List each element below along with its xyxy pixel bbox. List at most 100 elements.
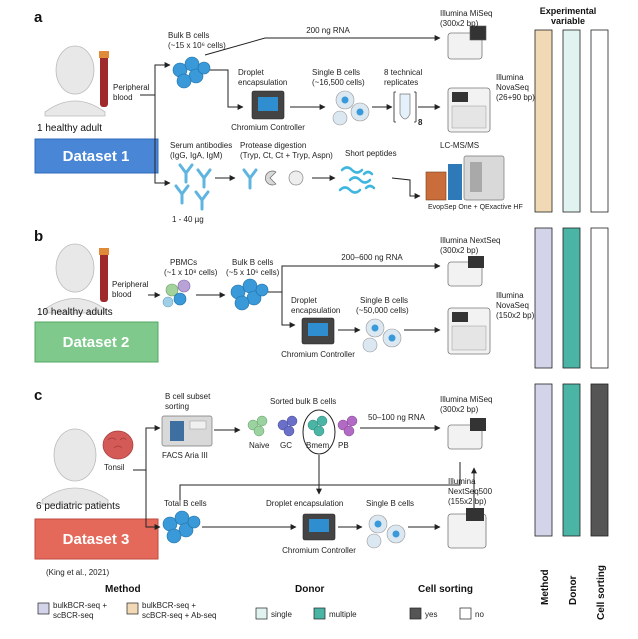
droplet-label-1: Droplet: [238, 68, 265, 77]
panel-c-letter: c: [34, 387, 42, 404]
sequencer-novaseq-icon: [447, 307, 491, 355]
single-b-cells-icon: [332, 90, 370, 126]
method-bar-c: [534, 383, 553, 537]
single-label-2: (~50,000 cells): [356, 306, 409, 315]
pbmc-label-2: (~1 x 10⁸ cells): [164, 268, 218, 277]
bulk-label-1: Bulk B cells: [168, 31, 209, 40]
blood-tube-icon: [99, 248, 109, 302]
rna-label: 50–100 ng RNA: [368, 413, 426, 422]
bulk-label-2: (~5 x 10⁶ cells): [226, 268, 280, 277]
dataset-3-label: Dataset 3: [63, 531, 130, 548]
flow-arrow: [391, 177, 421, 199]
single-label: Single B cells: [366, 499, 414, 508]
droplet-label-2: encapsulation: [238, 78, 287, 87]
total-b-cells-icon: [162, 510, 201, 544]
nextseq-label-2: NextSeq500: [448, 487, 493, 496]
nextseq-label-3: (155x2 bp): [448, 497, 487, 506]
facs-label: FACS Aria III: [162, 451, 208, 460]
droplet-label: Droplet encapsulation: [266, 499, 343, 508]
panel-a: a Peripheral blood 1 healthy adult Datas…: [34, 9, 535, 224]
legend-sorting-title: Cell sorting: [418, 584, 473, 595]
method-bar-b: [534, 227, 553, 369]
naive-cells-icon: [247, 415, 268, 437]
flow-line: [179, 462, 461, 500]
variable-header-2: variable: [551, 16, 585, 26]
flow-arrow: [268, 263, 441, 293]
replicates-label-2: replicates: [384, 78, 418, 87]
replicate-count: 8: [418, 118, 423, 127]
chromium-label: Chromium Controller: [282, 546, 356, 555]
serum-label-1: Serum antibodies: [170, 141, 232, 150]
legend-no: no: [475, 610, 484, 619]
legend-bulk-sc-1: bulkBCR-seq +: [53, 601, 107, 610]
rna-label: 200–600 ng RNA: [341, 253, 403, 262]
flow-arrow: [204, 35, 441, 56]
legend-ab-2: scBCR-seq + Ab-seq: [142, 611, 216, 620]
person-icon: [44, 45, 106, 117]
droplet-label-1: Droplet: [291, 296, 318, 305]
replicates-label-1: 8 technical: [384, 68, 422, 77]
serum-label-2: (IgG, IgA, IgM): [170, 151, 223, 160]
donor-bar-a: [562, 29, 581, 213]
panel-c: c Tonsil 6 pediatric patients Dataset 3 …: [34, 387, 493, 577]
experimental-variable-columns: Experimental variable Method Donor Cell …: [534, 6, 609, 620]
blood-tube-icon: [99, 51, 109, 107]
chromium-controller-icon: [302, 513, 336, 541]
rna-label: 200 ng RNA: [306, 26, 350, 35]
flow-arrow: [154, 95, 171, 186]
novaseq-label-1: Illumina: [496, 291, 524, 300]
dataset-2-box: [34, 321, 159, 363]
single-label-1: Single B cells: [312, 68, 360, 77]
sorting-bar-b: [590, 227, 609, 369]
donor-label: 1 healthy adult: [37, 123, 102, 134]
chromium-label: Chromium Controller: [231, 123, 305, 132]
miseq-label-2: (300x2 bp): [440, 405, 479, 414]
legend-swatch-no: [459, 607, 472, 620]
protease-icon: [242, 168, 304, 190]
legend: Method bulkBCR-seq + scBCR-seq bulkBCR-s…: [37, 584, 484, 620]
variable-bars-a: [534, 29, 609, 213]
sequencer-miseq-icon: [447, 25, 487, 60]
evosep-label: EvopSep One + QExactive HF: [428, 204, 523, 211]
legend-swatch-multiple: [313, 607, 326, 620]
legend-swatch-ab: [126, 602, 139, 615]
bmem-cells-icon: [307, 415, 328, 437]
flow-arrow: [281, 292, 296, 328]
droplet-label-2: encapsulation: [291, 306, 340, 315]
novaseq-label-2: NovaSeq: [496, 301, 529, 310]
sequencer-miseq-icon: [447, 418, 486, 450]
panel-a-letter: a: [34, 9, 43, 26]
variable-bars-c: [534, 383, 609, 537]
donor-label: 10 healthy adults: [37, 307, 113, 318]
pbmc-label-1: PBMCs: [170, 258, 197, 267]
novaseq-label-3: (26+90 bp): [496, 93, 535, 102]
nextseq-label-1: Illumina NextSeq: [440, 236, 500, 245]
donor-bar-b: [562, 227, 581, 369]
sequencer-novaseq-icon: [447, 87, 491, 133]
peptides-icon: [338, 166, 376, 194]
subset-pb: PB: [338, 441, 349, 450]
amount-label: 1 - 40 µg: [172, 215, 204, 224]
legend-bulk-sc-2: scBCR-seq: [53, 611, 93, 620]
single-b-cells-icon: [366, 514, 406, 549]
mass-spectrometer-icon: [425, 155, 505, 201]
subset-naive: Naive: [249, 441, 270, 450]
flow-arrow: [145, 470, 161, 530]
tube-icon: [393, 91, 417, 123]
legend-swatch-single: [255, 607, 268, 620]
legend-method-title: Method: [105, 584, 141, 595]
legend-single: single: [271, 610, 292, 619]
chromium-controller-icon: [251, 90, 285, 120]
sorted-subsets-icon: [247, 409, 358, 455]
panel-b-letter: b: [34, 228, 43, 245]
sorting-bar-c: [590, 383, 609, 537]
sequencer-nextseq500-icon: [447, 508, 487, 549]
variable-bars-b: [534, 227, 609, 369]
chromium-label: Chromium Controller: [281, 350, 355, 359]
flow-arrow: [133, 425, 161, 471]
protease-label-2: (Tryp, Ct, Ct + Tryp, Aspn): [240, 151, 333, 160]
legend-swatch-bulk-sc: [37, 602, 50, 615]
peptides-label: Short peptides: [345, 149, 397, 158]
flow-arrow: [205, 69, 244, 110]
